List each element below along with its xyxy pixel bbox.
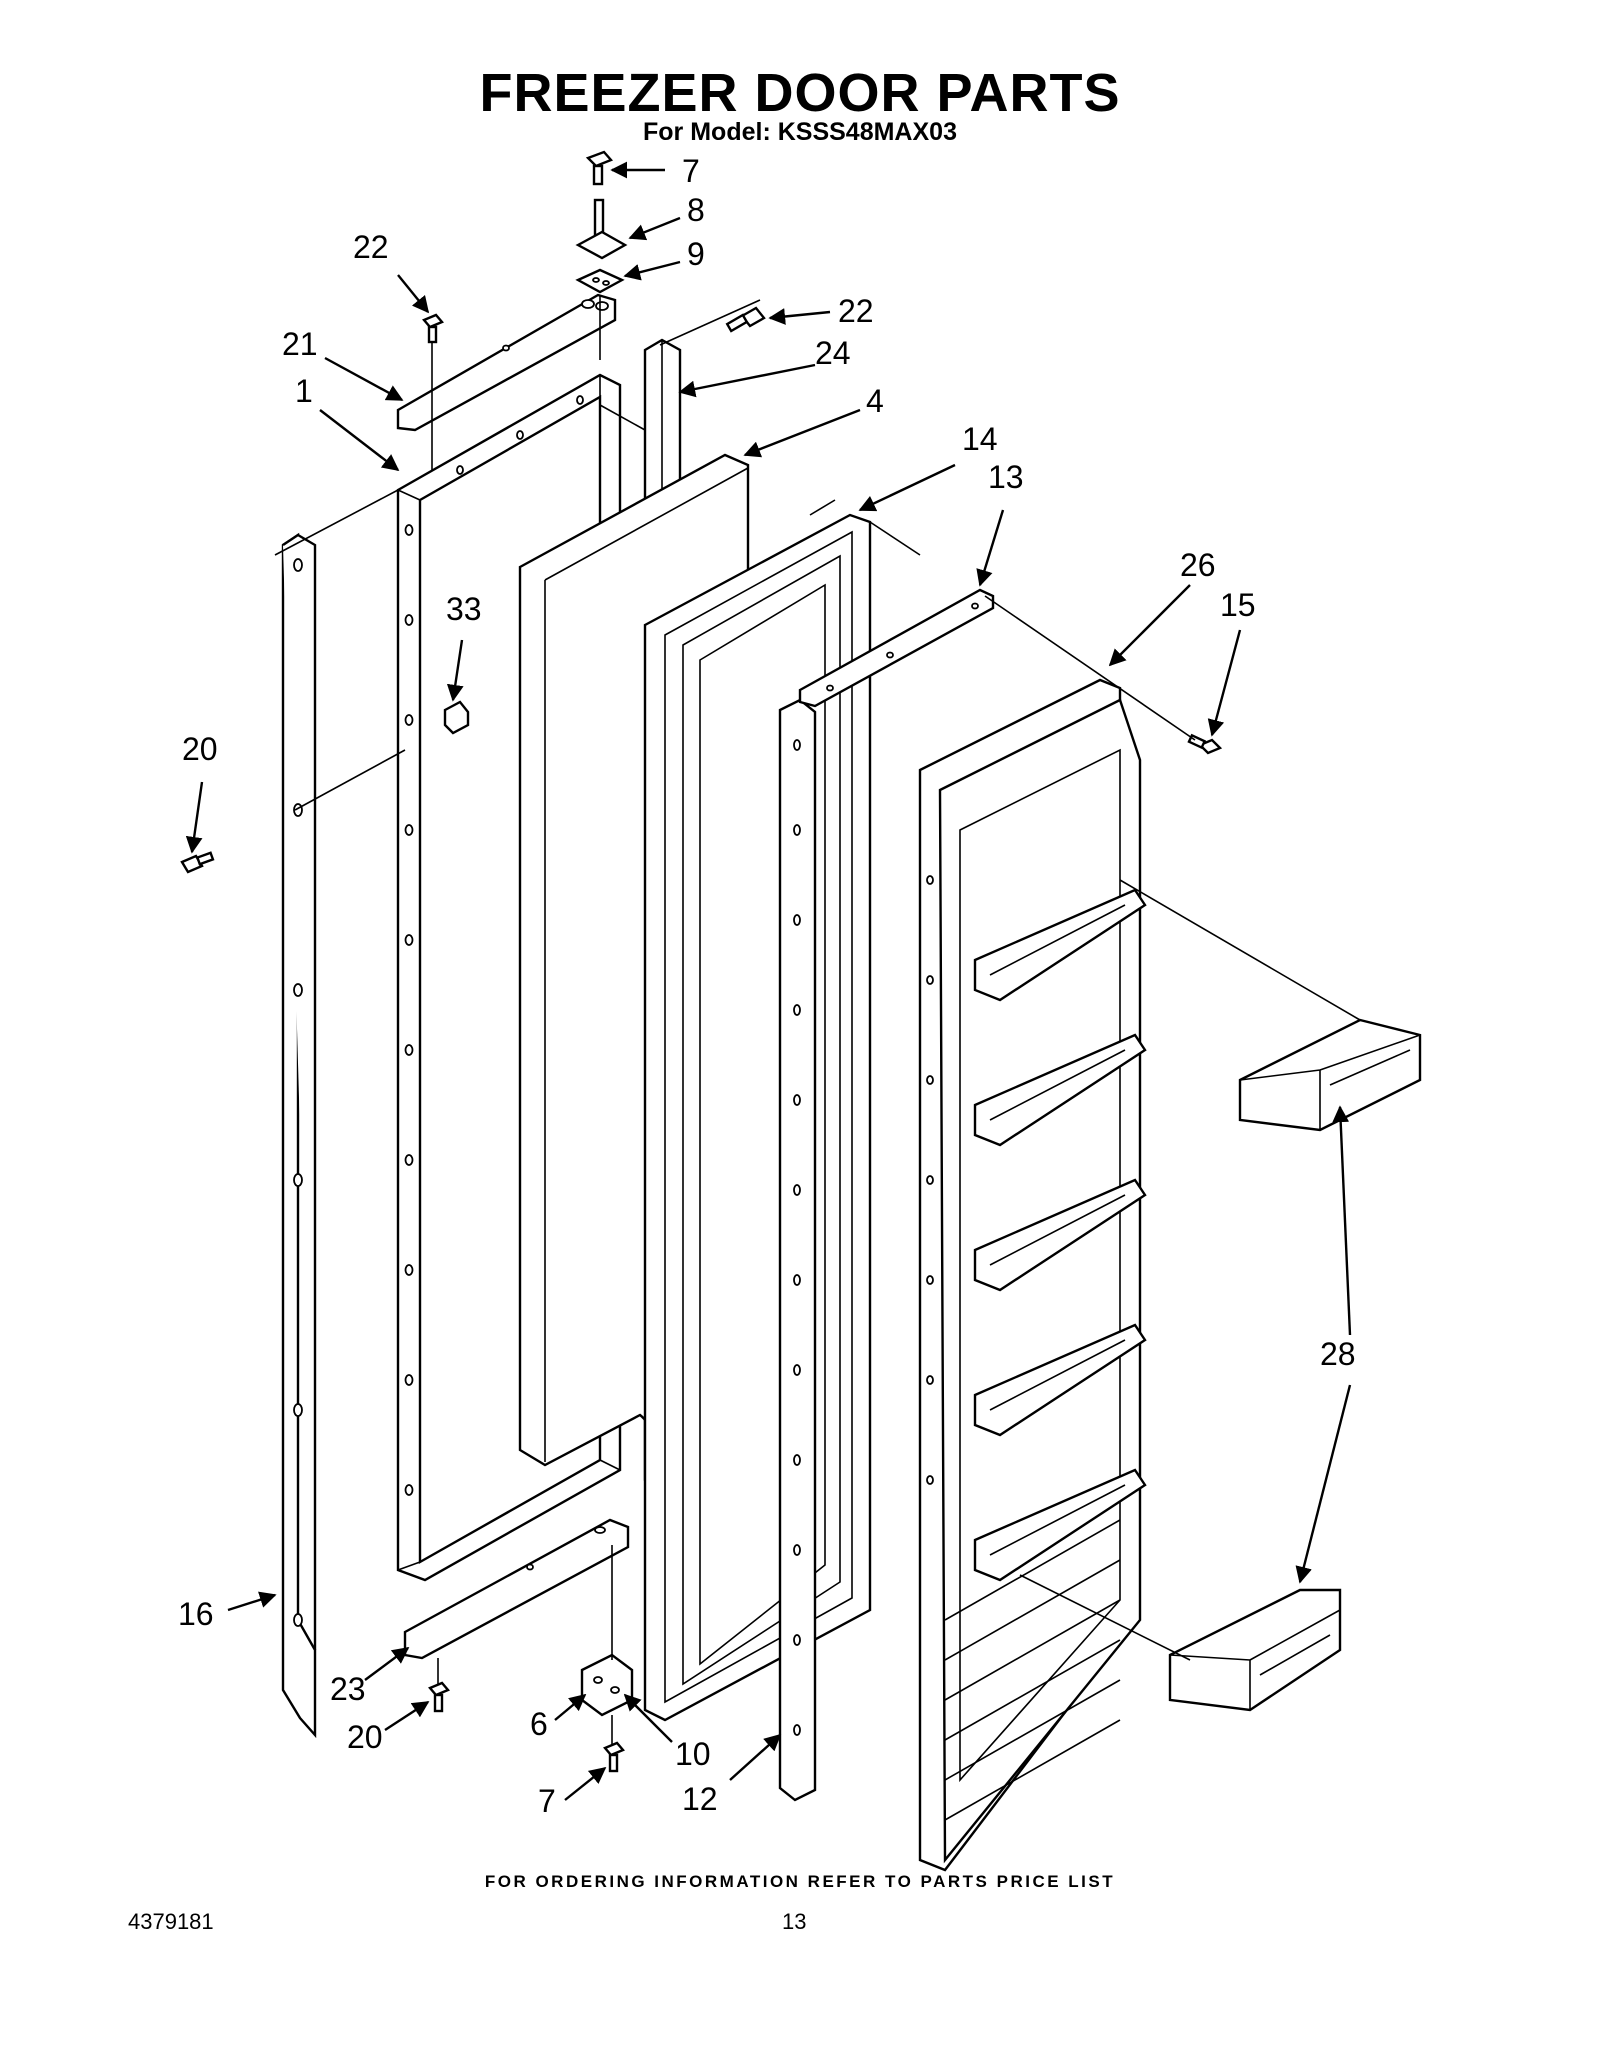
document-number: 4379181 [128, 1909, 214, 1934]
callout-label: 20 [182, 731, 218, 767]
part-20-left-screw [180, 851, 215, 874]
callout-label: 23 [330, 1671, 366, 1707]
part-15-screw [1187, 733, 1223, 755]
callout-label: 7 [682, 153, 700, 189]
callout-label: 22 [353, 229, 389, 265]
callout-label: 16 [178, 1596, 214, 1632]
part-9-hinge-plate [575, 268, 625, 294]
callout-arrows [185, 161, 1352, 1801]
callout-label: 21 [282, 326, 318, 362]
part-28-lower-bin [1168, 1588, 1342, 1712]
part-26-inner-door-panel [918, 678, 1147, 1872]
callout-label: 9 [687, 236, 705, 272]
callout-label: 14 [962, 421, 998, 457]
callout-label: 22 [838, 293, 874, 329]
page-number: 13 [782, 1909, 807, 1934]
part-22-left-screw [422, 313, 444, 344]
page-title: FREEZER DOOR PARTS [479, 63, 1121, 123]
callout-label: 4 [866, 383, 884, 419]
part-33-clip [443, 700, 470, 735]
part-7-bottom-screw [603, 1741, 625, 1773]
part-28-upper-bin [1238, 1018, 1422, 1132]
callout-label: 6 [530, 1706, 548, 1742]
callout-label: 33 [446, 591, 482, 627]
callout-label: 15 [1220, 587, 1256, 623]
callout-labels: 7 8 9 22 22 24 21 1 4 14 13 26 15 33 20 … [178, 153, 1356, 1819]
callout-label: 7 [538, 1783, 556, 1819]
callout-label: 26 [1180, 547, 1216, 583]
callout-label: 8 [687, 192, 705, 228]
model-subtitle: For Model: KSSS48MAX03 [643, 118, 957, 146]
part-13-top-strip [798, 588, 995, 708]
part-21-top-bracket [396, 293, 617, 432]
callout-label: 10 [675, 1736, 711, 1772]
callout-label: 20 [347, 1719, 383, 1755]
part-7-top-screw [585, 150, 614, 186]
callout-label: 12 [682, 1781, 718, 1817]
ordering-info-note: FOR ORDERING INFORMATION REFER TO PARTS … [484, 1872, 1116, 1891]
part-14-door-liner [643, 513, 872, 1722]
callout-label: 1 [295, 373, 313, 409]
callout-label: 28 [1320, 1336, 1356, 1372]
callout-label: 24 [815, 335, 851, 371]
part-20-bottom-screw [428, 1681, 450, 1713]
part-22-right-screw [725, 306, 766, 333]
callout-label: 13 [988, 459, 1024, 495]
part-6-bottom-hinge [580, 1653, 634, 1717]
part-8-hinge-pin [575, 198, 628, 260]
part-12-gasket-strip [778, 698, 817, 1802]
alignment-lines [274, 295, 1361, 1745]
part-16-trim-strip [281, 532, 317, 1739]
